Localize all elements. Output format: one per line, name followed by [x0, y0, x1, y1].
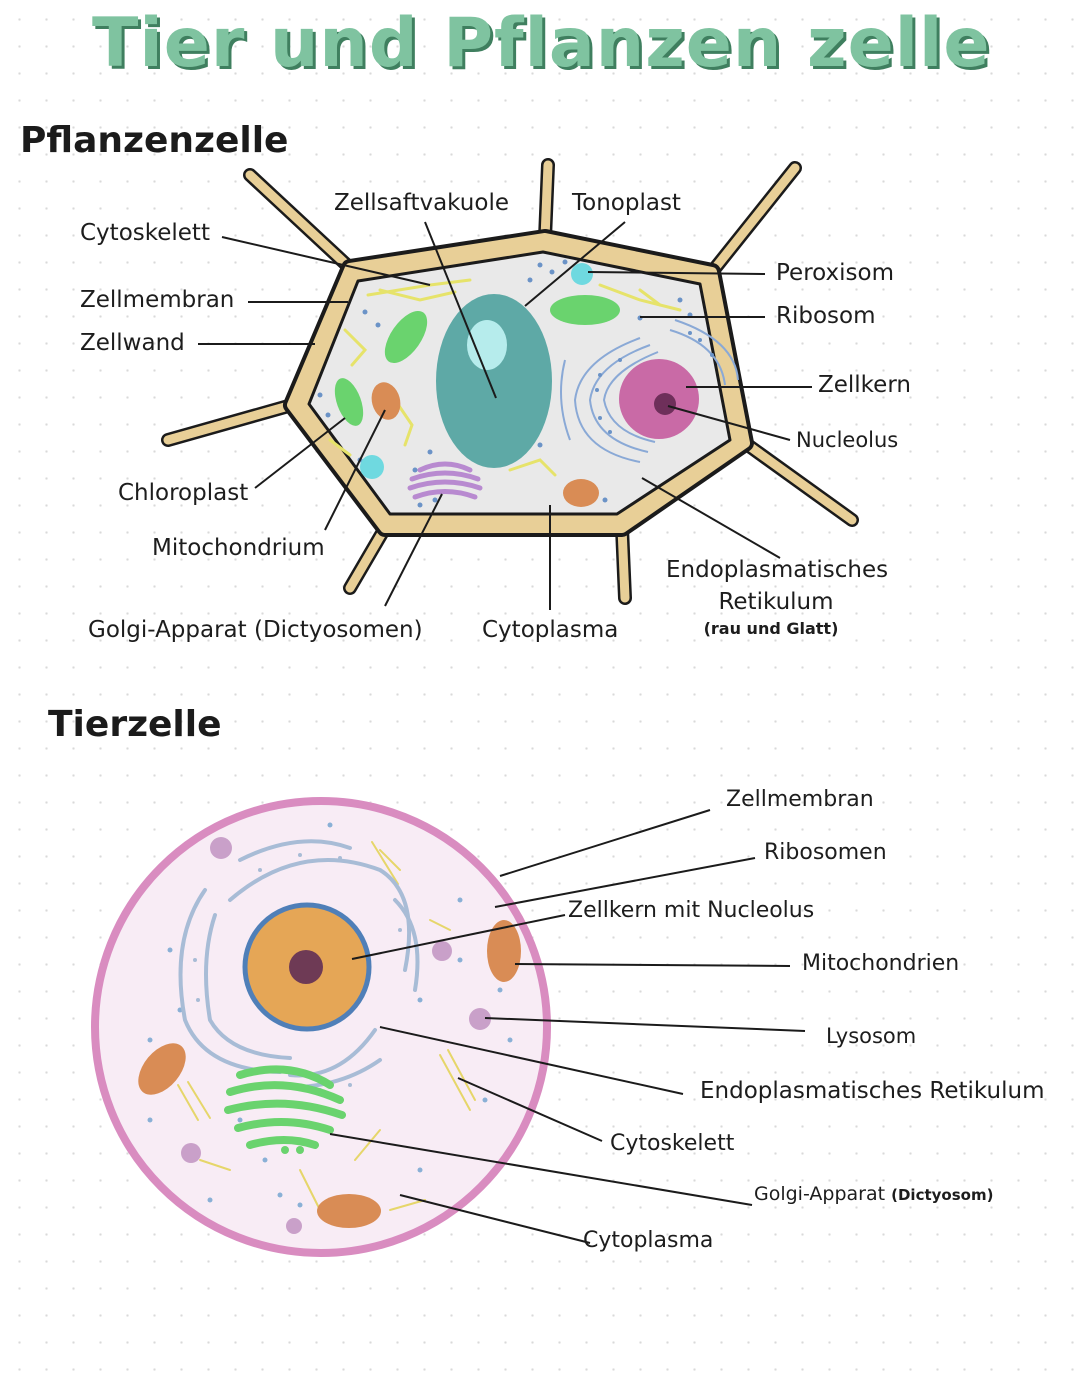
animal-cell	[91, 797, 806, 1257]
peroxisomes	[360, 263, 593, 479]
label-zellkern: Zellkern	[818, 372, 911, 398]
animal-cell-heading: Tierzelle	[48, 704, 222, 745]
label-animal-mitochondrien: Mitochondrien	[802, 951, 960, 976]
label-zellmembran: Zellmembran	[80, 287, 235, 313]
plant-cell-heading: Pflanzenzelle	[20, 120, 289, 161]
label-chloroplast: Chloroplast	[118, 480, 249, 506]
plant-golgi	[407, 461, 483, 500]
label-animal-zellmembran: Zellmembran	[726, 787, 874, 812]
label-animal-zellkern: Zellkern mit Nucleolus	[568, 898, 815, 923]
plant-leader-lines	[198, 221, 812, 610]
label-animal-cytoskelett: Cytoskelett	[610, 1131, 735, 1156]
central-vacuole	[436, 294, 552, 468]
label-tonoplast: Tonoplast	[572, 190, 681, 216]
plant-cytoskeleton	[328, 278, 682, 477]
animal-ribosomes	[147, 822, 513, 1208]
label-er-line2: Retikulum	[718, 589, 834, 615]
label-animal-ribosomen: Ribosomen	[764, 840, 887, 865]
label-cytoskelett: Cytoskelett	[80, 220, 210, 246]
animal-cytoskeleton	[177, 841, 476, 1211]
label-mitochondrium: Mitochondrium	[152, 535, 325, 561]
label-golgi-apparat: Golgi-Apparat (Dictyosomen)	[88, 617, 423, 643]
label-animal-golgi-note: (Dictyosom)	[891, 1186, 994, 1204]
label-animal-golgi-text: Golgi-Apparat	[754, 1183, 886, 1205]
animal-mitochondria	[138, 920, 521, 1228]
label-er-line1: Endoplasmatisches	[666, 557, 889, 583]
label-animal-lysosom: Lysosom	[826, 1024, 917, 1048]
animal-lysosomes	[181, 837, 491, 1234]
label-nucleolus: Nucleolus	[796, 428, 899, 452]
label-zellwand: Zellwand	[80, 330, 185, 356]
plant-er	[560, 319, 739, 463]
label-ribosom: Ribosom	[776, 303, 876, 329]
label-animal-er: Endoplasmatisches Retikulum	[700, 1078, 1045, 1104]
plant-nucleolus	[654, 393, 676, 415]
label-er-note: (rau und Glatt)	[703, 619, 839, 638]
tonoplast-highlight	[467, 320, 507, 370]
animal-nucleolus	[289, 950, 323, 984]
label-zellsaftvakuole: Zellsaftvakuole	[334, 190, 509, 216]
label-animal-cytoplasma: Cytoplasma	[583, 1228, 714, 1253]
label-peroxisom: Peroxisom	[776, 260, 894, 286]
plant-cell	[161, 158, 859, 610]
plant-mitochondria	[371, 382, 599, 507]
chloroplasts	[334, 295, 620, 426]
animal-leader-lines	[329, 809, 806, 1244]
animal-golgi	[224, 1065, 346, 1149]
label-animal-golgi: Golgi-Apparat (Dictyosom)	[754, 1183, 993, 1205]
page-title: Tier und Pflanzen zelle	[92, 4, 991, 83]
label-cytoplasma: Cytoplasma	[482, 617, 619, 643]
